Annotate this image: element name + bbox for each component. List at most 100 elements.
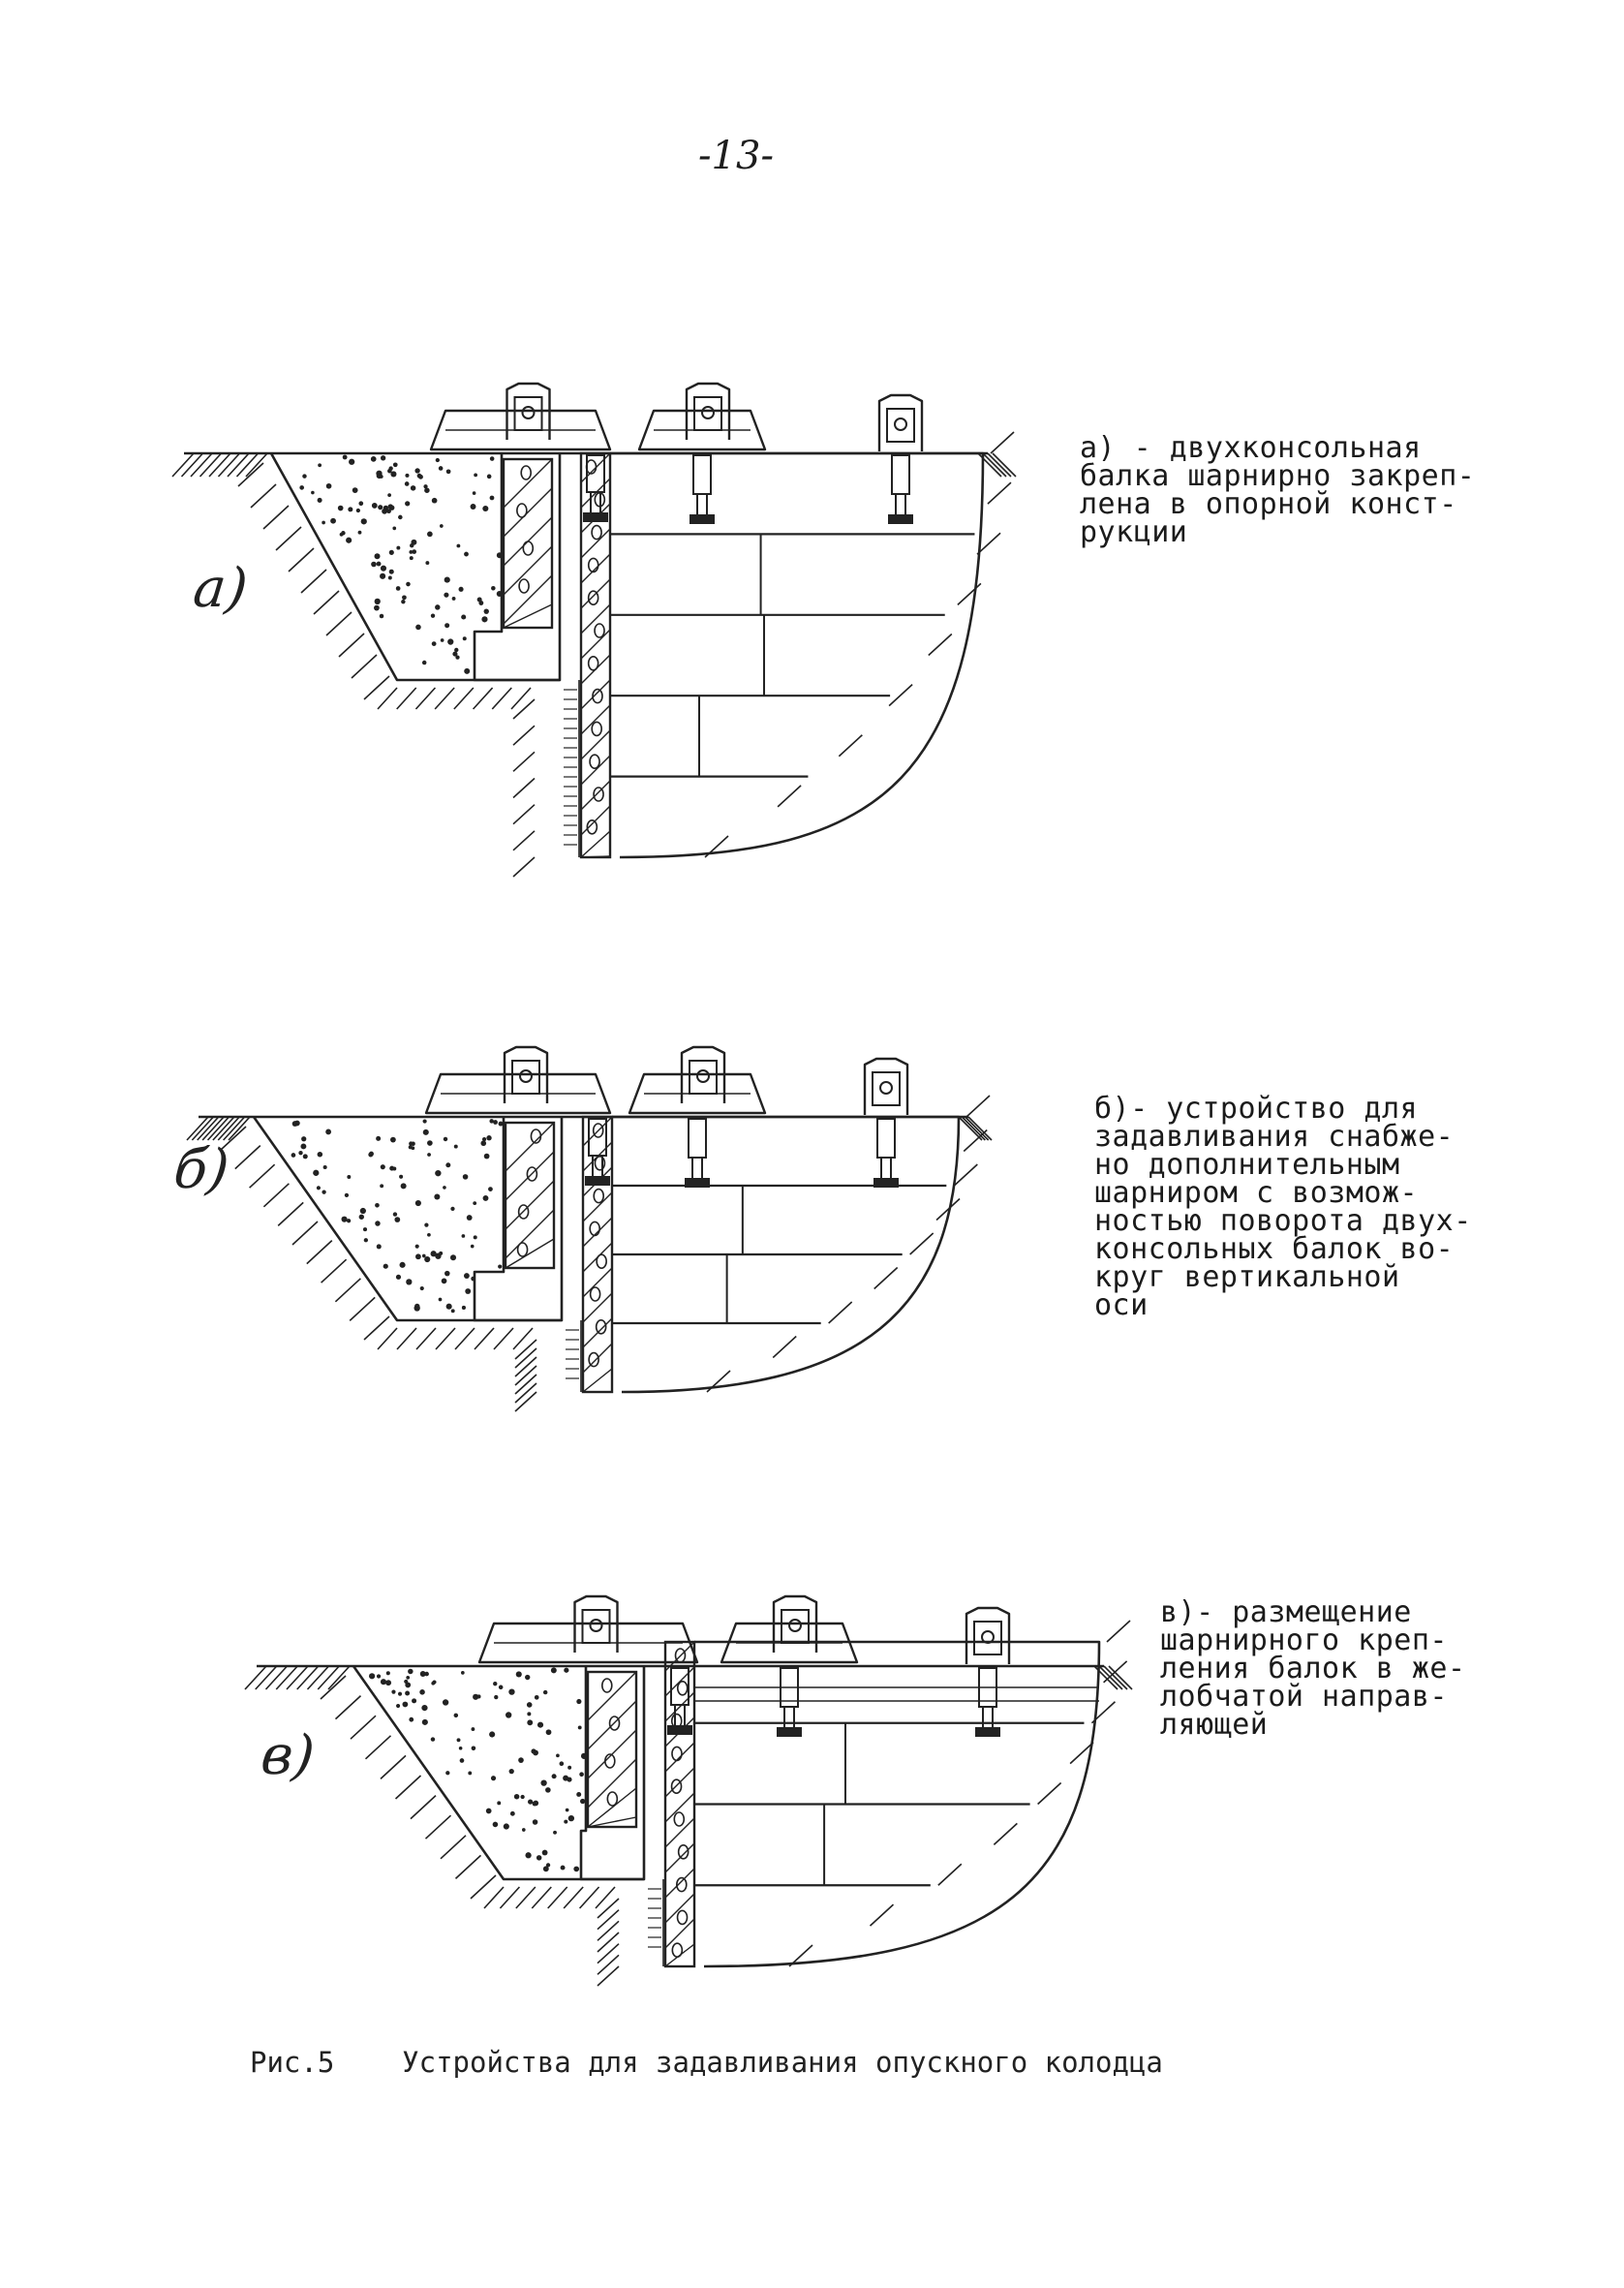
- soil-hatch: [514, 1374, 537, 1395]
- sand-dot: [337, 505, 344, 511]
- soil-hatch: [223, 1116, 246, 1141]
- concrete-pebble: [671, 1942, 684, 1959]
- jack-rod: [982, 1706, 994, 1729]
- sand-dot: [391, 1689, 396, 1694]
- sand-dot: [385, 1671, 390, 1676]
- sand-dot: [513, 1793, 520, 1800]
- soil-hatch: [1098, 1665, 1123, 1690]
- sand-dot: [358, 501, 364, 507]
- soil-hatch: [1103, 1665, 1128, 1690]
- soil-hatch: [958, 1116, 983, 1141]
- concrete-pebble: [588, 1351, 599, 1368]
- sand-dot: [444, 623, 450, 629]
- concrete-pebble: [517, 1204, 530, 1220]
- sand-dot: [444, 592, 449, 598]
- sand-dot: [318, 463, 322, 468]
- soil-hatch: [377, 687, 398, 710]
- sand-dot: [573, 1866, 580, 1872]
- soil-hatch: [788, 1944, 813, 1967]
- sand-dot: [440, 638, 444, 642]
- sand-dot: [405, 1682, 412, 1688]
- soil-hatch: [351, 654, 378, 679]
- sand-dot: [298, 1150, 303, 1156]
- concrete-pebble: [592, 1123, 604, 1138]
- soil-hatch: [512, 1327, 534, 1350]
- hinge-clamp: [863, 1057, 909, 1115]
- concrete-pebble: [608, 1716, 621, 1731]
- sand-dot: [371, 561, 377, 568]
- soil-hatch: [704, 835, 729, 858]
- concrete-pebble: [676, 1909, 689, 1926]
- soil-hatch: [325, 611, 352, 636]
- soil-hatch: [334, 1695, 362, 1720]
- sand-dot: [386, 509, 391, 514]
- jack-rod: [592, 1155, 603, 1178]
- soil-hatch: [249, 1163, 276, 1189]
- concrete-pebble: [518, 578, 530, 594]
- sand-dot: [478, 601, 484, 605]
- sand-dot: [508, 1688, 515, 1695]
- concrete-hatch: [664, 1918, 695, 1949]
- soil-hatch: [597, 1943, 620, 1964]
- soil-hatch: [264, 1665, 289, 1690]
- concrete-pebble: [526, 1166, 538, 1182]
- clamp-frame: [581, 1609, 611, 1644]
- sand-dot: [464, 667, 471, 674]
- concrete-hatch: [505, 1238, 555, 1269]
- soil-hatch: [334, 1278, 361, 1303]
- sand-dot: [380, 1164, 385, 1170]
- sand-dot: [412, 549, 417, 554]
- sand-dot: [449, 1254, 457, 1261]
- concrete-hatch: [505, 1151, 555, 1201]
- soil-hatch: [415, 1327, 437, 1350]
- sand-dot: [371, 503, 378, 509]
- soil-hatch: [512, 804, 536, 825]
- soil-hatch: [909, 1232, 935, 1255]
- concrete-pebble: [589, 754, 600, 770]
- soil-hatch: [976, 532, 1001, 555]
- soil-hatch: [377, 1327, 398, 1350]
- sand-dot: [405, 1690, 411, 1696]
- sand-dot: [414, 1199, 421, 1207]
- soil-hatch: [993, 1822, 1018, 1845]
- sand-dot: [425, 561, 430, 566]
- sand-dot: [322, 1190, 326, 1194]
- soil-hatch: [873, 1266, 899, 1290]
- sand-dot: [414, 1244, 419, 1249]
- soil-hatch: [990, 431, 1015, 454]
- clamp-pin: [788, 1619, 802, 1632]
- jack-foot: [583, 512, 608, 522]
- concrete-pebble: [591, 524, 602, 541]
- jack-rod: [696, 493, 708, 516]
- sand-dot: [445, 1162, 451, 1168]
- soil-hatch: [514, 1365, 537, 1386]
- jack-foot: [888, 514, 913, 524]
- concrete-pebble: [670, 1778, 683, 1794]
- caisson-body: [694, 1640, 1101, 1968]
- sand-dot: [395, 586, 401, 591]
- concrete-hatch: [664, 1842, 695, 1873]
- soil-hatch: [453, 687, 475, 710]
- soil-hatch: [987, 452, 1012, 478]
- sand-dot: [445, 469, 451, 475]
- figure-b-letter: б): [170, 1138, 232, 1201]
- sand-dot: [525, 1852, 532, 1859]
- sand-dot: [485, 1808, 492, 1814]
- soil-hatch: [199, 452, 223, 478]
- sand-dot: [317, 1151, 323, 1158]
- concrete-pebble: [604, 1753, 616, 1769]
- sand-dot: [330, 517, 336, 524]
- soil-hatch: [208, 452, 231, 478]
- sand-dot: [427, 1140, 433, 1146]
- sand-dot: [536, 1721, 544, 1728]
- sand-dot: [347, 1175, 352, 1179]
- soil-hatch: [992, 452, 1017, 478]
- sand-dot: [414, 468, 420, 474]
- sand-dot: [325, 482, 332, 489]
- figure-c-description: в)- размещение шарнирного креп- ления ба…: [1160, 1595, 1466, 1742]
- sand-dot: [450, 1206, 455, 1212]
- support-wall: [502, 457, 554, 630]
- sand-dot: [300, 1143, 307, 1150]
- sand-dot: [322, 520, 325, 525]
- sand-dot: [438, 466, 444, 471]
